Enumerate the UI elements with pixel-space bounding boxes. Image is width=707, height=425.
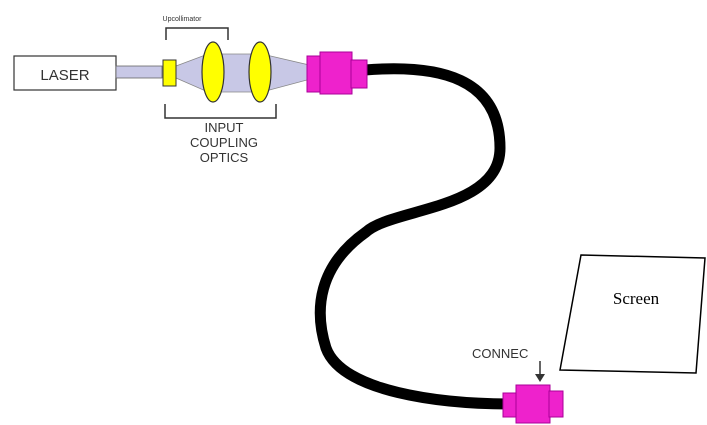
optical-fiber <box>314 63 518 410</box>
connector-arrow-icon <box>535 374 545 382</box>
lens-1 <box>201 41 225 103</box>
input-coupling-bracket: INPUT COUPLING OPTICS <box>164 104 277 165</box>
screen-shape <box>559 254 706 374</box>
lens-2 <box>248 41 272 103</box>
connector-callout: CONNEC <box>472 346 545 382</box>
laser-box <box>13 55 117 91</box>
upcollimator-label: Upcollimator <box>163 16 203 23</box>
laser-source: LASER <box>13 55 117 91</box>
upcollimator-bracket: Upcollimator <box>163 16 229 40</box>
screen-label: Screen <box>613 289 660 308</box>
input-coupling-line-3: OPTICS <box>200 150 249 165</box>
laser-label: LASER <box>40 67 89 84</box>
laser-beam <box>115 65 163 79</box>
small-lens <box>162 59 177 87</box>
screen: Screen <box>559 254 706 374</box>
input-coupling-line-2: COUPLING <box>190 135 258 150</box>
input-connector <box>306 51 368 95</box>
connector-label: CONNEC <box>472 346 528 361</box>
output-connector <box>502 384 564 424</box>
input-coupling-line-1: INPUT <box>205 120 244 135</box>
